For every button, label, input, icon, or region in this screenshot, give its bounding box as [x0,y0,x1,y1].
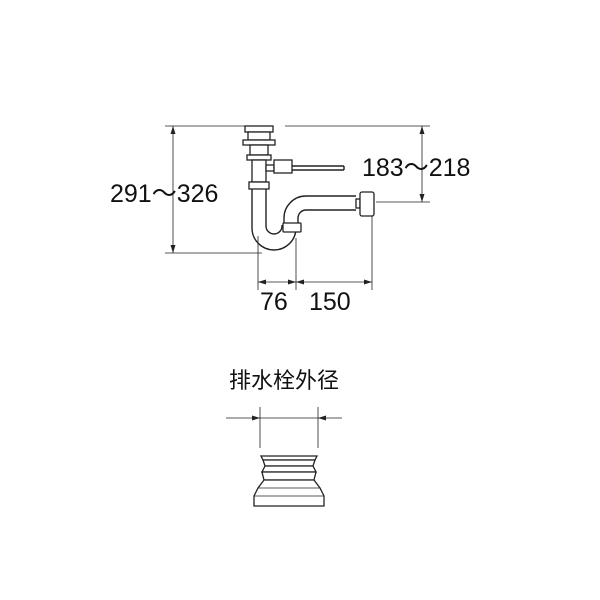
total-height-dimension: 291～326 [110,125,265,254]
trap-offset-label: 76 [260,288,288,316]
total-height-label: 291～326 [110,180,218,208]
outlet-length-label: 150 [309,288,351,316]
outlet-height-label: 183～218 [362,154,470,182]
outlet-height-dimension: 183～218 [285,125,470,203]
detail-title: 排水栓外径 [229,369,339,394]
drain-trap-assembly [242,125,375,251]
horizontal-dimensions: 76 150 [257,214,373,316]
drain-plug-profile [253,455,325,507]
diameter-dimension [226,407,342,448]
